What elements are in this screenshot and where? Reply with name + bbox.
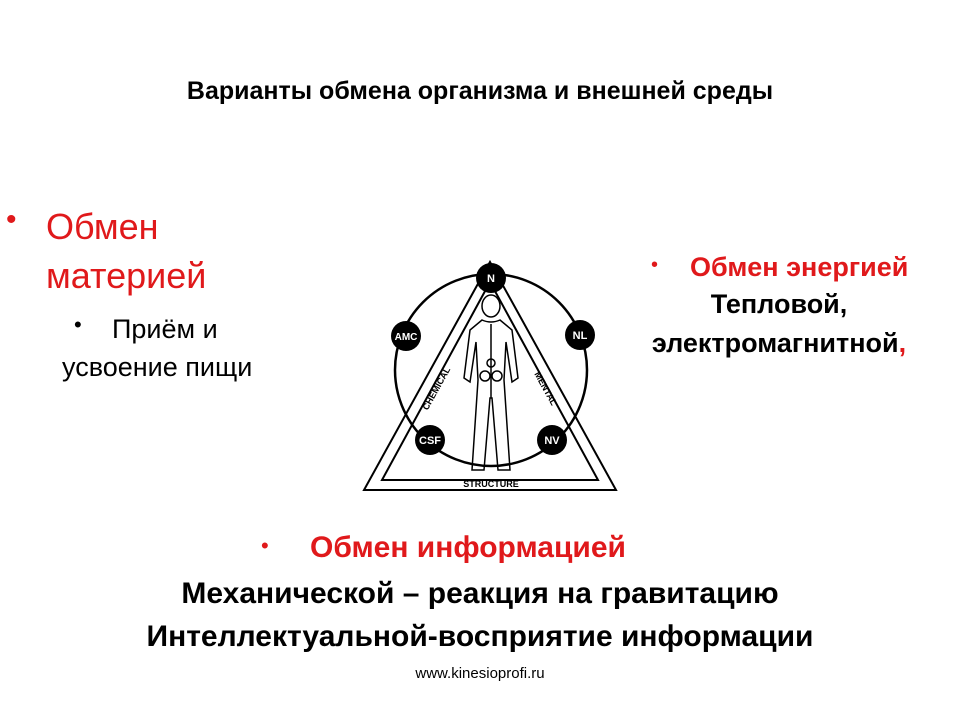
node-nv-label: NV: [544, 435, 560, 447]
footer-url: www.kinesioprofi.ru: [415, 665, 545, 682]
info-line-intellectual: Интеллектуальной-восприятие информации: [146, 620, 814, 653]
matter-bullet: •: [6, 203, 17, 236]
energy-line2-comma: ,: [898, 328, 907, 358]
triangle-inner: [380, 279, 600, 481]
node-n-label: N: [487, 273, 495, 285]
energy-line2-text: электромагнитной: [651, 328, 899, 358]
energy-bullet: •: [651, 254, 659, 276]
node-nl-label: NL: [573, 330, 588, 342]
label-structure: STRUCTURE: [463, 479, 519, 489]
node-n: N: [476, 263, 506, 293]
node-csf-label: CSF: [419, 435, 441, 447]
info-heading: Обмен информацией: [310, 531, 626, 564]
label-chemical: CHEMICAL: [420, 365, 452, 412]
energy-line-thermal: Тепловой,: [710, 289, 848, 319]
matter-sub-text: Приём и усвоение пищи: [62, 314, 253, 382]
energy-heading: Обмен энергией: [690, 252, 909, 282]
node-csf: CSF: [415, 425, 445, 455]
energy-line-electromagnetic: электромагнитной,: [624, 328, 934, 359]
matter-heading: Обмен материей: [46, 206, 207, 296]
matter-sub-bullet: •: [74, 312, 82, 337]
triangle-outer: [362, 259, 618, 491]
label-mental: MENTAL: [532, 370, 559, 407]
node-amc-label: AMC: [395, 332, 418, 343]
slide-title: Варианты обмена организма и внешней сред…: [186, 77, 774, 105]
human-figure-icon: [463, 294, 519, 471]
node-nl: NL: [565, 320, 595, 350]
node-amc: AMC: [391, 321, 421, 351]
triad-diagram: N NL NV CSF AMC CHEMICAL MENTAL STRUCTUR…: [362, 259, 618, 491]
info-line-mechanical: Механической – реакция на гравитацию: [181, 577, 779, 610]
node-nv: NV: [537, 425, 567, 455]
info-bullet: •: [261, 533, 269, 558]
